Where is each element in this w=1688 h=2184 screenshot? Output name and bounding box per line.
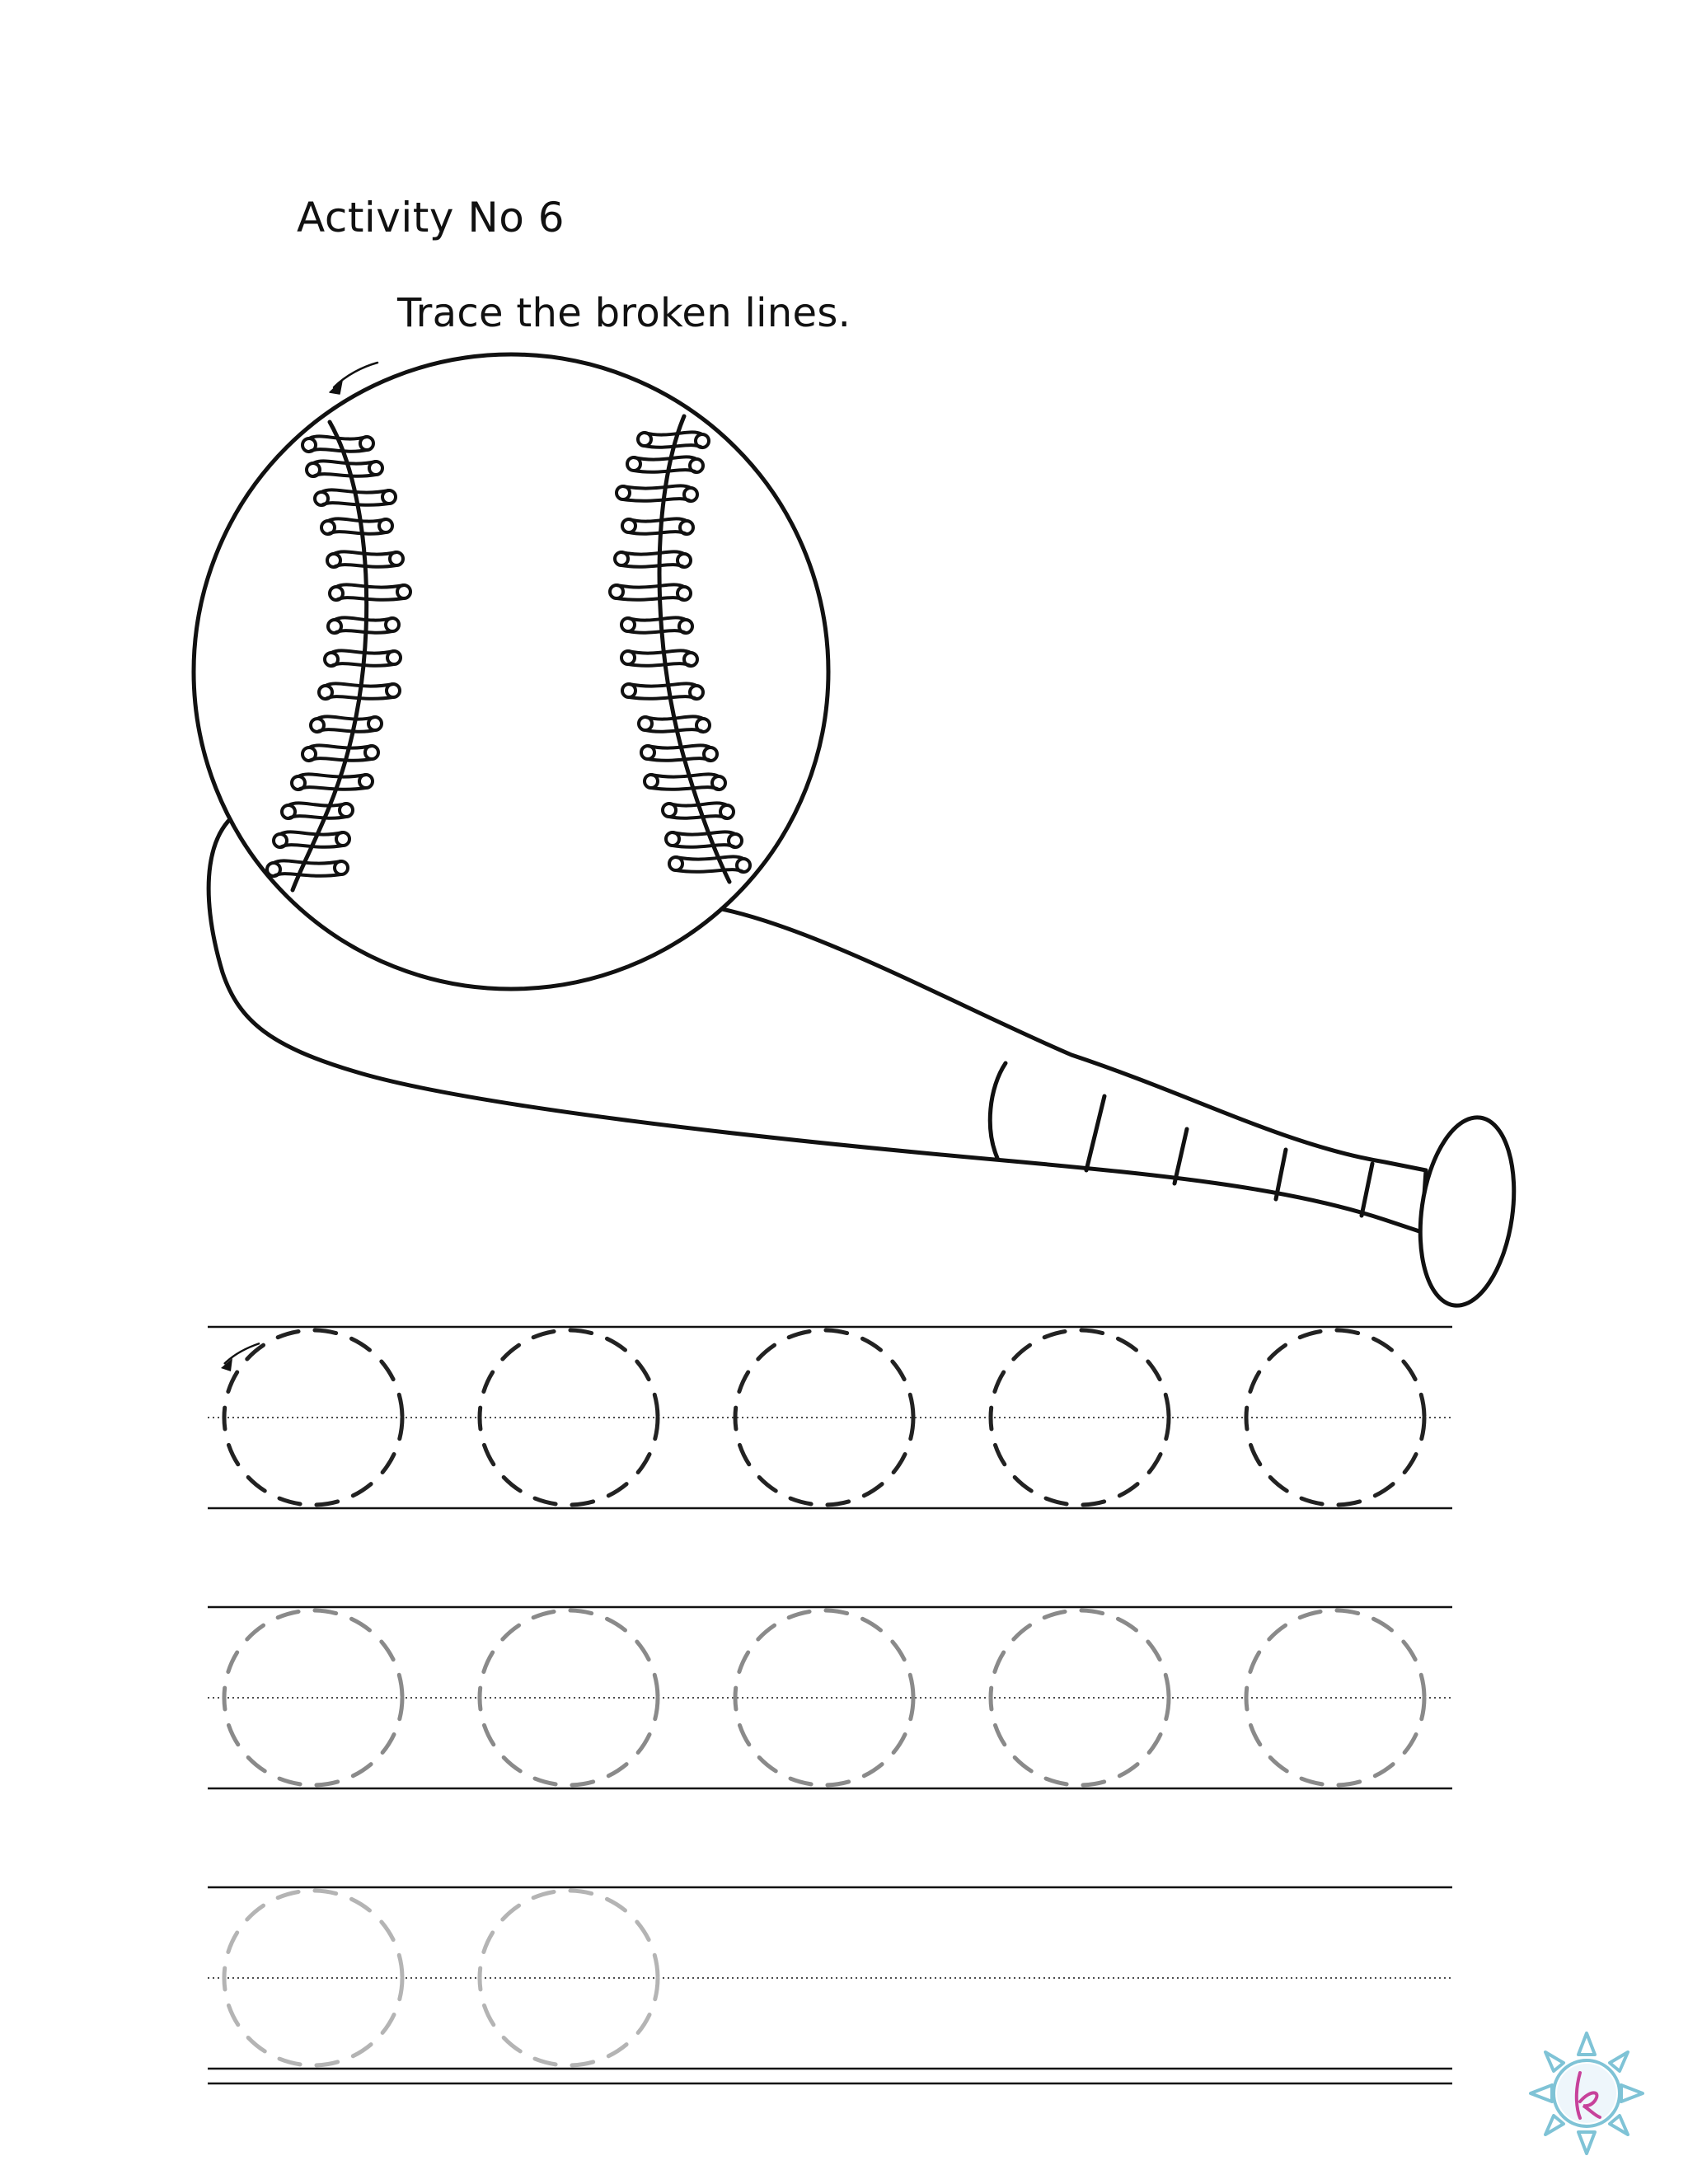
ball-stitch-end bbox=[676, 552, 692, 569]
tracing-circle bbox=[1244, 1328, 1427, 1507]
ball-stitch-end bbox=[643, 773, 659, 790]
ball-stitch-end bbox=[620, 616, 636, 633]
ball-stitch-end bbox=[377, 518, 394, 534]
tracing-circle bbox=[988, 1608, 1171, 1788]
curved-arrow-icon bbox=[223, 1342, 260, 1365]
instruction-text: Trace the broken lines. bbox=[397, 290, 851, 336]
ball-stitch-end bbox=[326, 552, 342, 569]
ball-stitch-end bbox=[608, 583, 625, 600]
ball-stitch-end bbox=[368, 460, 384, 476]
ball-stitch-end bbox=[363, 744, 380, 761]
ball-stitch-end bbox=[694, 433, 710, 449]
ball-stitch-end bbox=[333, 860, 349, 876]
curved-arrow-head bbox=[221, 1358, 232, 1371]
ball-stitch-end bbox=[384, 616, 401, 633]
ball-stitch-end bbox=[385, 682, 401, 699]
ball-stitch-end bbox=[688, 457, 705, 474]
ball-stitch-end bbox=[620, 649, 636, 666]
tracing-circle bbox=[1244, 1608, 1427, 1788]
ball-stitch-end bbox=[735, 857, 752, 874]
ball-stitch-end bbox=[727, 832, 743, 849]
ball-stitch-end bbox=[323, 651, 340, 668]
tracing-circle bbox=[733, 1608, 916, 1788]
tracing-circle bbox=[477, 1608, 660, 1788]
ball-stitch-end bbox=[702, 746, 719, 762]
ball-stitch-end bbox=[313, 490, 330, 507]
ball-stitch-end bbox=[320, 519, 336, 536]
ball-stitch-end bbox=[265, 861, 282, 878]
ball-stitch-end bbox=[621, 682, 637, 699]
ball-stitch-end bbox=[367, 715, 383, 732]
ball-stitch-end bbox=[664, 831, 681, 847]
ball-stitch-end bbox=[388, 551, 405, 567]
ball-stitch-end bbox=[678, 618, 694, 635]
tracing-circle bbox=[733, 1328, 916, 1507]
ball-stitch-end bbox=[678, 519, 695, 536]
ball-stitch-end bbox=[359, 435, 375, 452]
ball-stitch-end bbox=[688, 684, 705, 701]
ball-stitch-end bbox=[626, 456, 642, 472]
baseball bbox=[191, 352, 831, 991]
tracing-circle bbox=[222, 1888, 405, 2068]
baseball-and-bat-illustration bbox=[191, 352, 1517, 1308]
ball-stitch-end bbox=[301, 437, 317, 453]
ball-stitch-end bbox=[326, 618, 343, 635]
tracing-circle bbox=[222, 1328, 405, 1507]
tracing-circle bbox=[988, 1328, 1171, 1507]
ball-stitch-end bbox=[710, 775, 727, 791]
bat-grip bbox=[987, 1061, 1008, 1160]
ball-stitch-end bbox=[328, 585, 345, 602]
ball-stitch-end bbox=[317, 684, 334, 701]
ball-stitch-end bbox=[305, 462, 321, 478]
activity-title: Activity No 6 bbox=[297, 194, 565, 241]
ball-stitch-end bbox=[676, 585, 692, 602]
tracing-circle bbox=[222, 1608, 405, 1788]
sun-logo-icon bbox=[1529, 2032, 1644, 2155]
ball-stitch-end bbox=[615, 485, 631, 501]
ball-stitch-end bbox=[381, 489, 397, 505]
ball-stitch-end bbox=[719, 804, 735, 820]
ball-stitch-end bbox=[396, 583, 412, 600]
ball-stitch-end bbox=[637, 715, 654, 732]
ball-stitch-end bbox=[682, 651, 699, 668]
ball-stitch-end bbox=[613, 551, 630, 567]
ball-stitch-end bbox=[668, 855, 684, 872]
ball-stitch-end bbox=[280, 804, 297, 820]
tracing-circle bbox=[477, 1888, 660, 2068]
ball-stitch-end bbox=[386, 649, 402, 666]
ball-stitch-end bbox=[335, 831, 351, 847]
ball-stitch-end bbox=[636, 431, 653, 448]
ball-stitch-end bbox=[682, 486, 699, 503]
ball-stitch-end bbox=[309, 717, 326, 733]
ball-stitch-end bbox=[640, 744, 656, 761]
ball-stitch-end bbox=[290, 775, 307, 791]
ball-stitch-end bbox=[695, 717, 711, 733]
ball-stitch-end bbox=[621, 518, 637, 534]
ball-stitch-end bbox=[272, 832, 288, 849]
bat-body bbox=[206, 805, 1428, 1235]
ball-stitch-end bbox=[301, 746, 317, 762]
ball-stitch-end bbox=[661, 802, 678, 818]
curved-arrow-icon bbox=[332, 361, 379, 389]
ball-stitch-end bbox=[338, 802, 354, 818]
tracing-circle bbox=[477, 1328, 660, 1507]
ball-stitch-end bbox=[358, 773, 374, 790]
bat-knob bbox=[1418, 1115, 1517, 1308]
